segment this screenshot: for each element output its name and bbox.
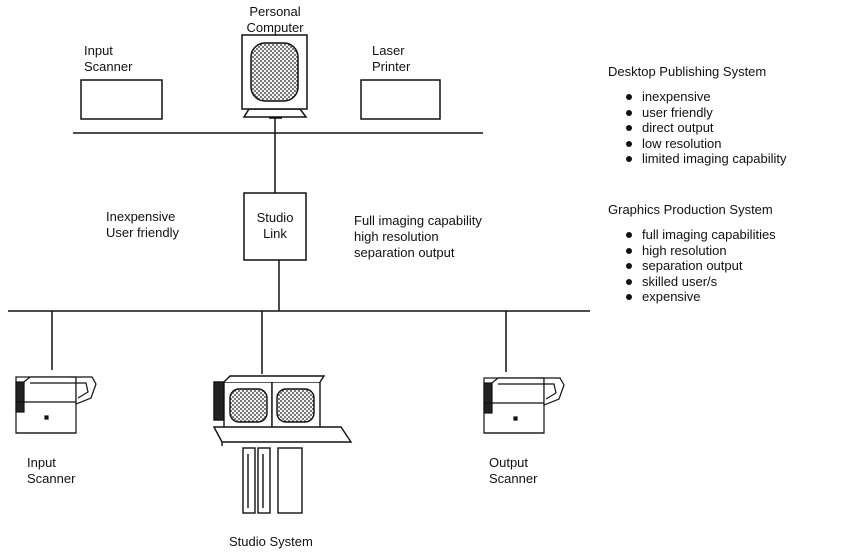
input-scanner-top-label: Input Scanner: [84, 43, 133, 74]
legend-item: full imaging capabilities: [626, 227, 776, 243]
studio-link-box: [243, 192, 307, 261]
personal-computer-icon: [241, 34, 308, 119]
input-scanner-top-box: [80, 79, 163, 120]
legend-item: direct output: [626, 120, 787, 136]
laser-printer-label: Laser Printer: [372, 43, 411, 74]
legend-item: skilled user/s: [626, 274, 776, 290]
legend-item: expensive: [626, 289, 776, 305]
graphics-legend-title: Graphics Production System: [608, 202, 773, 217]
output-scanner-label: Output Scanner: [489, 455, 538, 486]
desktop-legend-list: inexpensive user friendly direct output …: [626, 89, 787, 167]
desktop-legend-title: Desktop Publishing System: [608, 64, 767, 79]
output-scanner-icon: [483, 377, 565, 434]
input-scanner-bottom-label: Input Scanner: [27, 455, 76, 486]
personal-computer-label: Personal Computer: [246, 4, 304, 35]
left-note: Inexpensive User friendly: [106, 209, 179, 240]
studio-system-label: Studio System: [229, 534, 313, 549]
studio-link-label: Studio Link: [256, 210, 294, 241]
legend-item: high resolution: [626, 243, 776, 259]
laser-printer-box: [360, 79, 441, 120]
legend-item: inexpensive: [626, 89, 787, 105]
legend-item: low resolution: [626, 136, 787, 152]
studio-system-icon: [212, 375, 353, 514]
right-note: Full imaging capability high resolution …: [354, 213, 482, 260]
legend-item: limited imaging capability: [626, 151, 787, 167]
legend-item: user friendly: [626, 105, 787, 121]
graphics-legend-list: full imaging capabilities high resolutio…: [626, 227, 776, 305]
input-scanner-icon: [15, 376, 97, 434]
desktop-publishing-legend: Desktop Publishing System inexpensive us…: [608, 64, 787, 167]
graphics-production-legend: Graphics Production System full imaging …: [608, 202, 776, 305]
legend-item: separation output: [626, 258, 776, 274]
